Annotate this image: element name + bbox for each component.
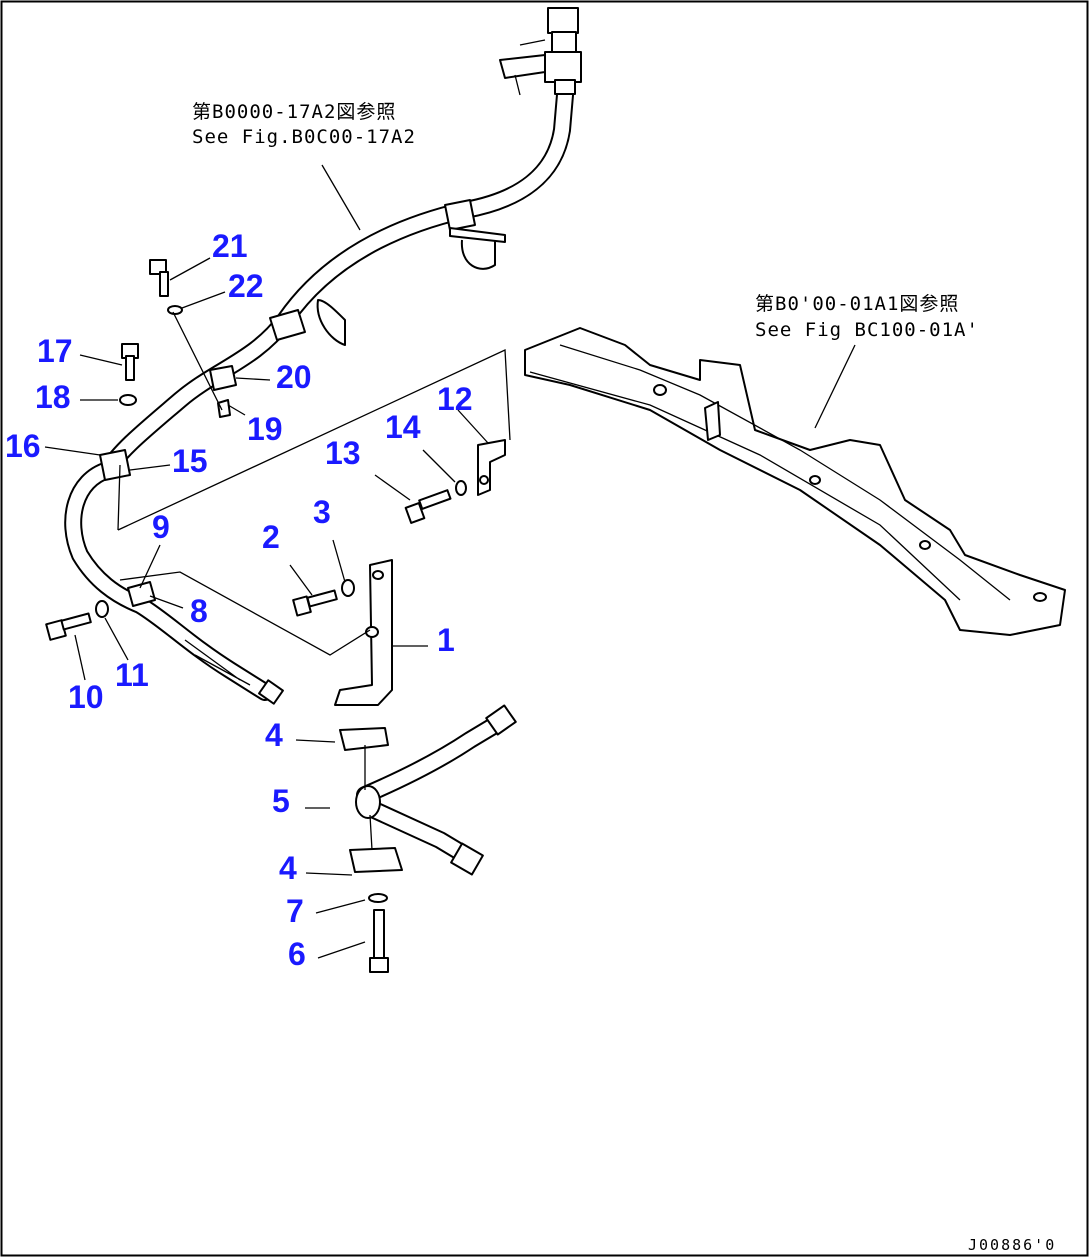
callout-4-upper: 4 — [265, 717, 283, 753]
callout-8: 8 — [190, 593, 208, 629]
callout-15: 15 — [172, 443, 208, 479]
callout-6: 6 — [288, 936, 306, 972]
callout-16: 16 — [5, 428, 41, 464]
fasteners — [45, 259, 467, 973]
callout-18: 18 — [35, 379, 71, 415]
callout-2: 2 — [262, 519, 280, 555]
frame-ref-jp: 第B0'00-01A1図参照 — [755, 293, 959, 315]
callout-20: 20 — [276, 359, 312, 395]
callout-21: 21 — [212, 228, 248, 264]
hose-5-assembly — [339, 704, 517, 876]
callout-11: 11 — [115, 657, 149, 693]
callout-5: 5 — [272, 783, 290, 819]
leader-lines — [117, 164, 856, 851]
frame-ref-en: See Fig BC100-01A' — [755, 319, 979, 341]
callout-13: 13 — [325, 435, 361, 471]
callout-3: 3 — [313, 494, 331, 530]
callout-pointers — [44, 257, 489, 959]
callout-17: 17 — [37, 333, 73, 369]
bracket-1 — [334, 559, 393, 706]
frame-body — [524, 327, 1066, 636]
callout-10: 10 — [68, 679, 104, 715]
drawing-code: J00886'0 — [968, 1236, 1056, 1254]
hydraulic-ref-jp: 第B0000-17A2図参照 — [192, 101, 396, 123]
reference-notes: 第B0000-17A2図参照 See Fig.B0C00-17A2 第B0'00… — [192, 101, 979, 341]
callout-1: 1 — [437, 622, 455, 658]
lower-hose — [64, 461, 284, 705]
valve-assembly — [499, 7, 582, 96]
callout-19: 19 — [247, 411, 283, 447]
callout-22: 22 — [228, 268, 264, 304]
callout-12: 12 — [437, 381, 473, 417]
upper-hose — [99, 86, 574, 479]
callout-4-lower: 4 — [279, 850, 297, 886]
callout-9: 9 — [152, 509, 170, 545]
callout-14: 14 — [385, 409, 421, 445]
callout-7: 7 — [286, 893, 304, 929]
hydraulic-ref-en: See Fig.B0C00-17A2 — [192, 126, 416, 148]
bracket-12 — [477, 439, 506, 496]
hose-clamps — [99, 199, 506, 607]
callout-labels: 1 2 3 4 5 4 7 6 8 9 10 11 12 13 14 15 16… — [5, 228, 473, 972]
